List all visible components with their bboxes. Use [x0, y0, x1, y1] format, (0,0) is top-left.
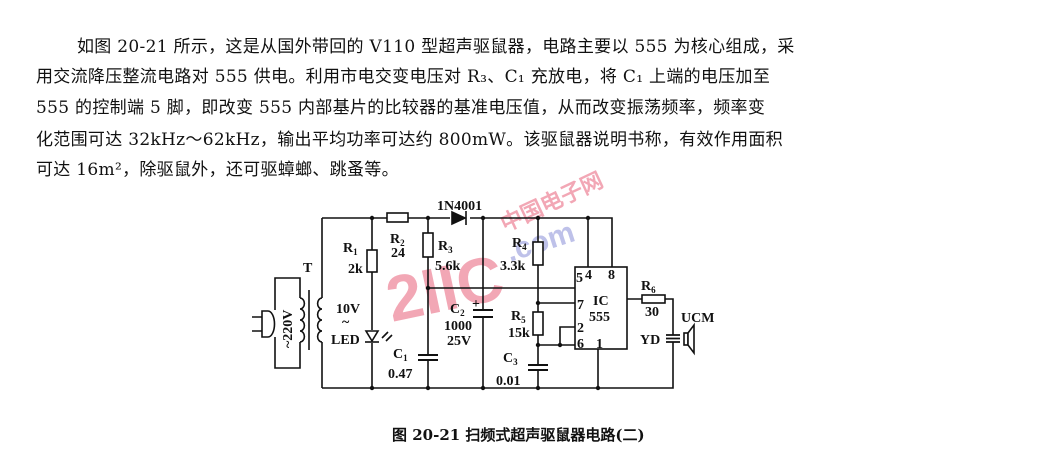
speaker-icon [683, 322, 695, 356]
r1-value: 2k [348, 262, 363, 277]
ic-pin-1: 1 [596, 337, 603, 352]
ic-pin-5: 5 [576, 271, 583, 286]
c2-value: 1000 [444, 319, 472, 334]
r6-label: R6 [641, 279, 656, 295]
ic-pin-8: 8 [608, 268, 615, 283]
led-icon [364, 330, 393, 343]
secondary-voltage-label: 10V [336, 302, 360, 317]
resistor-r4 [532, 241, 544, 266]
speaker-label: UCM [681, 311, 714, 326]
resistor-r6 [641, 294, 666, 304]
capacitor-c3 [528, 364, 548, 371]
c1-label: C1 [393, 347, 408, 363]
r1-label: R1 [343, 241, 358, 257]
transducer-label: YD [640, 333, 660, 348]
ic-pin-7: 7 [577, 298, 584, 313]
ic-pin-6: 6 [577, 337, 584, 352]
r5-label: R5 [511, 309, 526, 325]
ic-555-body [574, 266, 628, 350]
resistor-r1 [366, 249, 378, 273]
paragraph-line-3: 555 的控制端 5 脚，即改变 555 内部基片的比较器的基准电压值，从而改变… [36, 98, 766, 118]
paragraph-line-5: 可达 16m²，除驱鼠外，还可驱蟑螂、跳蚤等。 [36, 160, 399, 180]
c3-value: 0.01 [496, 374, 521, 389]
wires [274, 217, 674, 389]
r5-value: 15k [508, 326, 530, 341]
paragraph-line-4: 化范围可达 32kHz～62kHz，输出平均功率可达约 800mW。该驱鼠器说明… [36, 130, 783, 150]
r3-value: 5.6k [435, 259, 461, 274]
r2-value: 24 [391, 246, 405, 261]
ic-part: 555 [589, 310, 610, 325]
resistor-r3 [422, 232, 434, 258]
figure-caption: 图 20-21 扫频式超声驱鼠器电路(二) [392, 426, 645, 444]
ac-symbol: ~ [342, 315, 350, 330]
mains-label: ~220V [281, 310, 296, 348]
transformer-label: T [303, 261, 313, 276]
ic-pin-2: 2 [577, 321, 584, 336]
ic-pin-4: 4 [585, 268, 592, 283]
r4-value: 3.3k [500, 259, 526, 274]
capacitor-c1 [418, 354, 438, 361]
watermark: 2IIC 中国电子网 .com [380, 167, 607, 335]
capacitors [418, 309, 548, 371]
capacitor-c2 [473, 309, 493, 318]
resistor-r2 [386, 212, 409, 223]
paragraph-line-1: 如图 20-21 所示，这是从国外带回的 V110 型超声驱鼠器，电路主要以 5… [77, 37, 795, 57]
transducer-yd [666, 334, 680, 343]
resistor-r5 [532, 311, 544, 336]
diode-label: 1N4001 [437, 199, 482, 214]
c3-label: C3 [503, 351, 518, 367]
c2-voltage: 25V [447, 334, 471, 349]
ic-name: IC [593, 294, 609, 309]
transformer-icon [299, 290, 323, 350]
diode-1n4001 [451, 210, 467, 226]
plug-icon [252, 310, 276, 338]
r4-label: R4 [512, 236, 527, 252]
led-label: LED [331, 333, 360, 348]
paragraph-line-2: 用交流降压整流电路对 555 供电。利用市电交变电压对 R₃、C₁ 充放电，将 … [36, 67, 771, 87]
r2-label: R2 [390, 232, 405, 248]
c2-polarity: + [472, 297, 480, 312]
r3-label: R3 [438, 239, 453, 255]
junction-dots [369, 215, 601, 391]
r6-value: 30 [645, 305, 659, 320]
c1-value: 0.47 [388, 367, 413, 382]
c2-label: C2 [450, 302, 465, 318]
